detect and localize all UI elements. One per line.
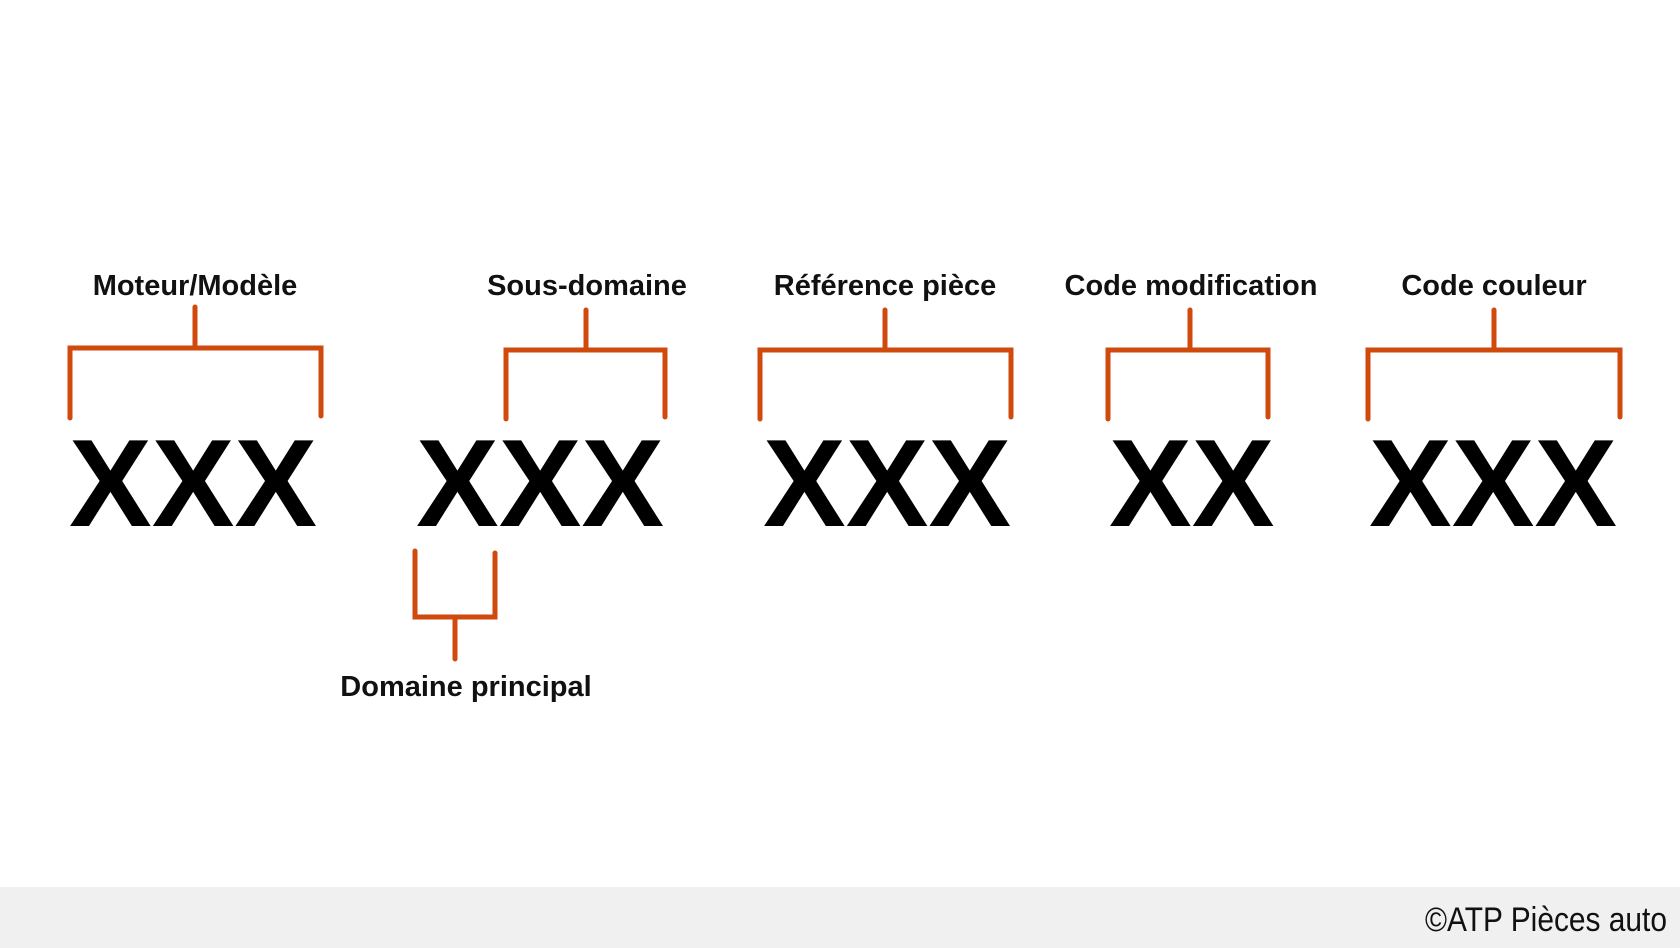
segment-code: XXX: [69, 415, 317, 553]
segment-code: XXX: [763, 415, 1011, 553]
segment-label: Domaine principal: [340, 671, 591, 703]
segment-moteur-modele: Moteur/Modèle XXX: [67, 270, 324, 553]
segment-code-couleur: Code couleur XXX: [1365, 270, 1623, 553]
bracket: [67, 304, 324, 421]
segment-code: XXX: [1369, 415, 1617, 553]
bracket: [503, 307, 668, 422]
segment-domaine-principal: Domaine principal: [340, 548, 592, 703]
copyright-text: ©ATP Pièces auto: [1425, 901, 1667, 939]
segment-label: Code couleur: [1401, 270, 1586, 302]
segment-sous-domaine: Sous-domaine XXX: [416, 270, 687, 553]
segment-code-modification: Code modification XX: [1065, 270, 1318, 553]
bracket: [1105, 307, 1271, 422]
segment-code: XXX: [416, 415, 664, 553]
segment-label: Moteur/Modèle: [93, 270, 298, 302]
bracket: [757, 307, 1014, 422]
bracket: [1365, 307, 1623, 422]
segment-label: Sous-domaine: [487, 270, 687, 302]
segment-code: XX: [1109, 415, 1274, 553]
segment-label: Référence pièce: [774, 270, 996, 302]
segment-label: Code modification: [1065, 270, 1318, 302]
footer-band: [0, 887, 1680, 948]
footer: ©ATP Pièces auto: [0, 887, 1680, 948]
bracket: [412, 548, 498, 662]
segment-reference-piece: Référence pièce XXX: [757, 270, 1014, 553]
